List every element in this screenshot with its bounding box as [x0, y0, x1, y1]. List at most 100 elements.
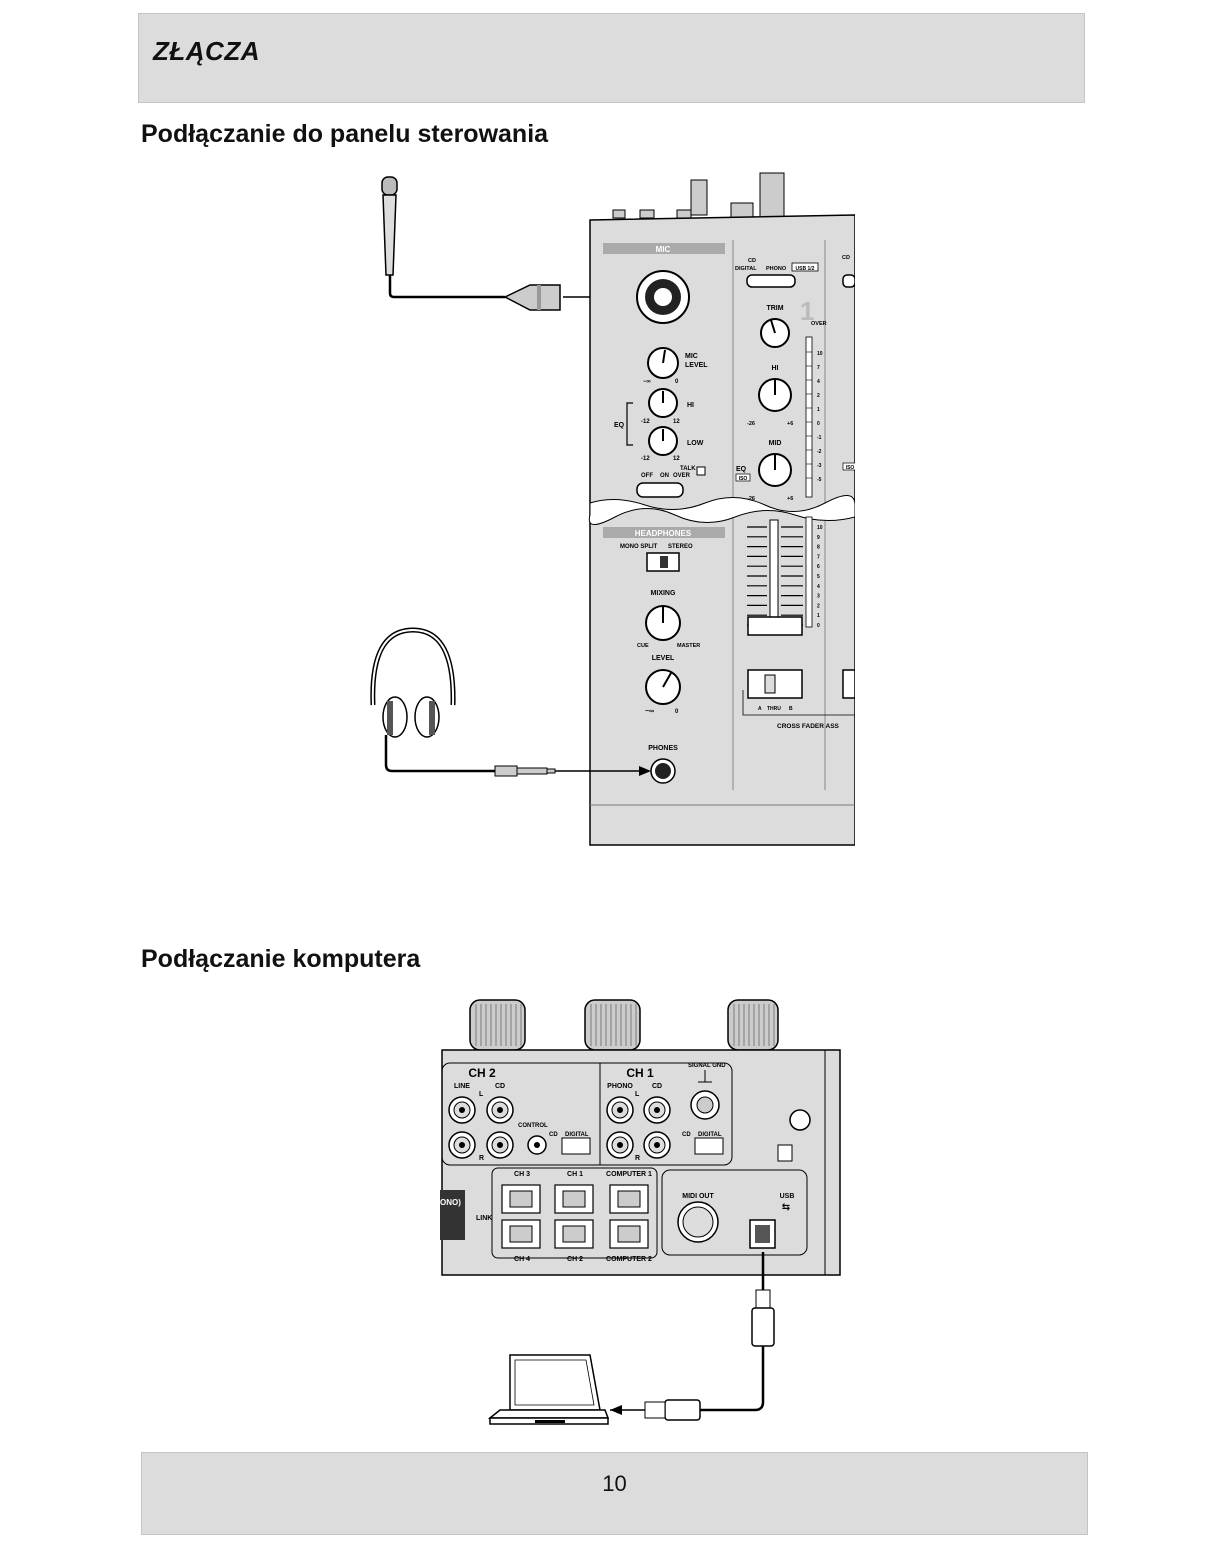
- headphones-section-label: HEADPHONES: [635, 529, 692, 538]
- mic-level-knob[interactable]: [647, 347, 679, 379]
- ch1-hi-max: +6: [787, 421, 793, 427]
- meter-scale-label: -2: [817, 449, 822, 455]
- ch1-digital-label: DIGITAL: [698, 1132, 722, 1138]
- ch1-usb-label: USB 1/2: [796, 266, 815, 272]
- phono-label: PHONO: [607, 1083, 633, 1090]
- microphone-icon: [381, 176, 398, 276]
- meter-scale-label: -5: [817, 477, 822, 483]
- thru-a-label: A: [758, 706, 762, 712]
- ch1-hi-knob[interactable]: [758, 378, 792, 412]
- meter-scale-label: 0: [817, 421, 820, 427]
- meter-scale-label: 10: [817, 351, 823, 357]
- fader-scale-label: 5: [817, 574, 820, 580]
- usb-label: USB: [780, 1193, 795, 1200]
- ch2-cd-label: CD: [842, 255, 850, 261]
- ch1-input-selector[interactable]: [746, 274, 796, 288]
- page-number: 10: [602, 1471, 627, 1496]
- ch1-label: CH 1: [626, 1066, 654, 1080]
- mono-label: ONO): [440, 1198, 461, 1207]
- trim-knob[interactable]: [760, 318, 790, 348]
- switch-over-label: OVER: [673, 473, 691, 479]
- section-heading-computer: Podłączanie komputera: [141, 945, 421, 973]
- ch1-mid-min: -26: [747, 496, 755, 502]
- ch1-r-label: R: [635, 1155, 640, 1162]
- trim-label: TRIM: [766, 305, 783, 312]
- mixing-master-label: MASTER: [677, 643, 700, 649]
- ch2-label: CH 2: [468, 1066, 496, 1080]
- ch1-eq-label: EQ: [736, 466, 747, 473]
- ch1-mid-max: +6: [787, 496, 793, 502]
- headphones-level-knob[interactable]: [645, 669, 681, 705]
- usb-symbol-icon: ⇆: [782, 1202, 790, 1213]
- mixing-cue-label: CUE: [637, 643, 649, 649]
- fader-scale-label: 10: [817, 525, 823, 531]
- level-min: −∞: [645, 708, 654, 715]
- fader-scale-label: 6: [817, 564, 820, 570]
- signal-gnd-label: SIGNAL GND: [688, 1063, 726, 1069]
- headphones-icon: [370, 627, 456, 738]
- rca-jacks[interactable]: [448, 1096, 671, 1159]
- link-computer1-label: COMPUTER 1: [606, 1171, 652, 1178]
- meter-scale-label: 4: [817, 379, 820, 385]
- ch1-phono-label: PHONO: [766, 266, 787, 272]
- fader-scale-label: 1: [817, 613, 820, 619]
- link-ports[interactable]: [501, 1184, 649, 1249]
- page-title: ZŁĄCZA: [153, 36, 260, 66]
- midi-out-label: MIDI OUT: [682, 1193, 714, 1200]
- midi-out-port[interactable]: [677, 1201, 719, 1243]
- ch1-mid-knob[interactable]: [758, 453, 792, 487]
- ch2-r-label: R: [479, 1155, 484, 1162]
- control-label: CONTROL: [518, 1123, 548, 1129]
- fader-scale-label: 2: [817, 603, 820, 609]
- section-heading-control-panel: Podłączanie do panelu sterowania: [141, 120, 549, 148]
- mic-low-knob[interactable]: [648, 426, 678, 456]
- mixing-label: MIXING: [651, 590, 676, 597]
- meter-scale-label: -3: [817, 463, 822, 469]
- mic-hi-max: 12: [673, 419, 680, 425]
- usb-port[interactable]: [749, 1219, 776, 1249]
- mic-hi-knob[interactable]: [648, 388, 678, 418]
- channel-fader[interactable]: [747, 519, 803, 636]
- mic-level-label-1: MIC: [685, 353, 698, 360]
- mono-split-label: MONO SPLIT: [620, 544, 658, 550]
- talk-over-switch[interactable]: [636, 482, 684, 498]
- footer-bar: 10: [141, 1452, 1088, 1535]
- ch1-digital-switch[interactable]: [694, 1137, 724, 1155]
- mixer-top-knobs: [612, 172, 785, 219]
- mic-input-jack[interactable]: [636, 270, 690, 324]
- ch2-l-label: L: [479, 1091, 484, 1098]
- mic-hi-min: -12: [641, 419, 650, 425]
- mic-hi-label: HI: [687, 402, 694, 409]
- mic-level-label-2: LEVEL: [685, 362, 708, 369]
- cross-fader-assign-label: CROSS FADER ASS: [777, 723, 840, 730]
- phone-plug-icon: [494, 765, 556, 777]
- level-label: LEVEL: [652, 655, 675, 662]
- link-computer2-label: COMPUTER 2: [606, 1256, 652, 1263]
- rear-top-knobs: [469, 999, 779, 1051]
- ch2-digital-switch[interactable]: [561, 1137, 591, 1155]
- link-ch4-label: CH 4: [514, 1256, 530, 1263]
- phones-label: PHONES: [648, 745, 678, 752]
- link-ch1-label: CH 1: [567, 1171, 583, 1178]
- ch1-mid-label: MID: [769, 440, 782, 447]
- meter-scale-label: -1: [817, 435, 822, 441]
- thru-label: THRU: [767, 706, 781, 712]
- ch1-cd-switch-label: CD: [682, 1132, 691, 1138]
- link-ch2-label: CH 2: [567, 1256, 583, 1263]
- phones-jack[interactable]: [650, 758, 676, 784]
- ch1-l-label: L: [635, 1091, 640, 1098]
- channel-number: 1: [800, 296, 814, 326]
- ch1-cd-label: CD: [748, 258, 756, 264]
- switch-off-label: OFF: [641, 473, 653, 479]
- mixing-knob[interactable]: [645, 605, 681, 641]
- ch1-digital-label: DIGITAL: [735, 266, 757, 272]
- thru-b-label: B: [789, 706, 793, 712]
- mic-eq-label: EQ: [614, 422, 625, 429]
- meter-scale-label: 7: [817, 365, 820, 371]
- talk-label: TALK: [680, 466, 696, 472]
- over-label: OVER: [811, 321, 827, 327]
- ch1-cd-label: CD: [652, 1083, 662, 1090]
- fader-scale-label: 4: [817, 584, 820, 590]
